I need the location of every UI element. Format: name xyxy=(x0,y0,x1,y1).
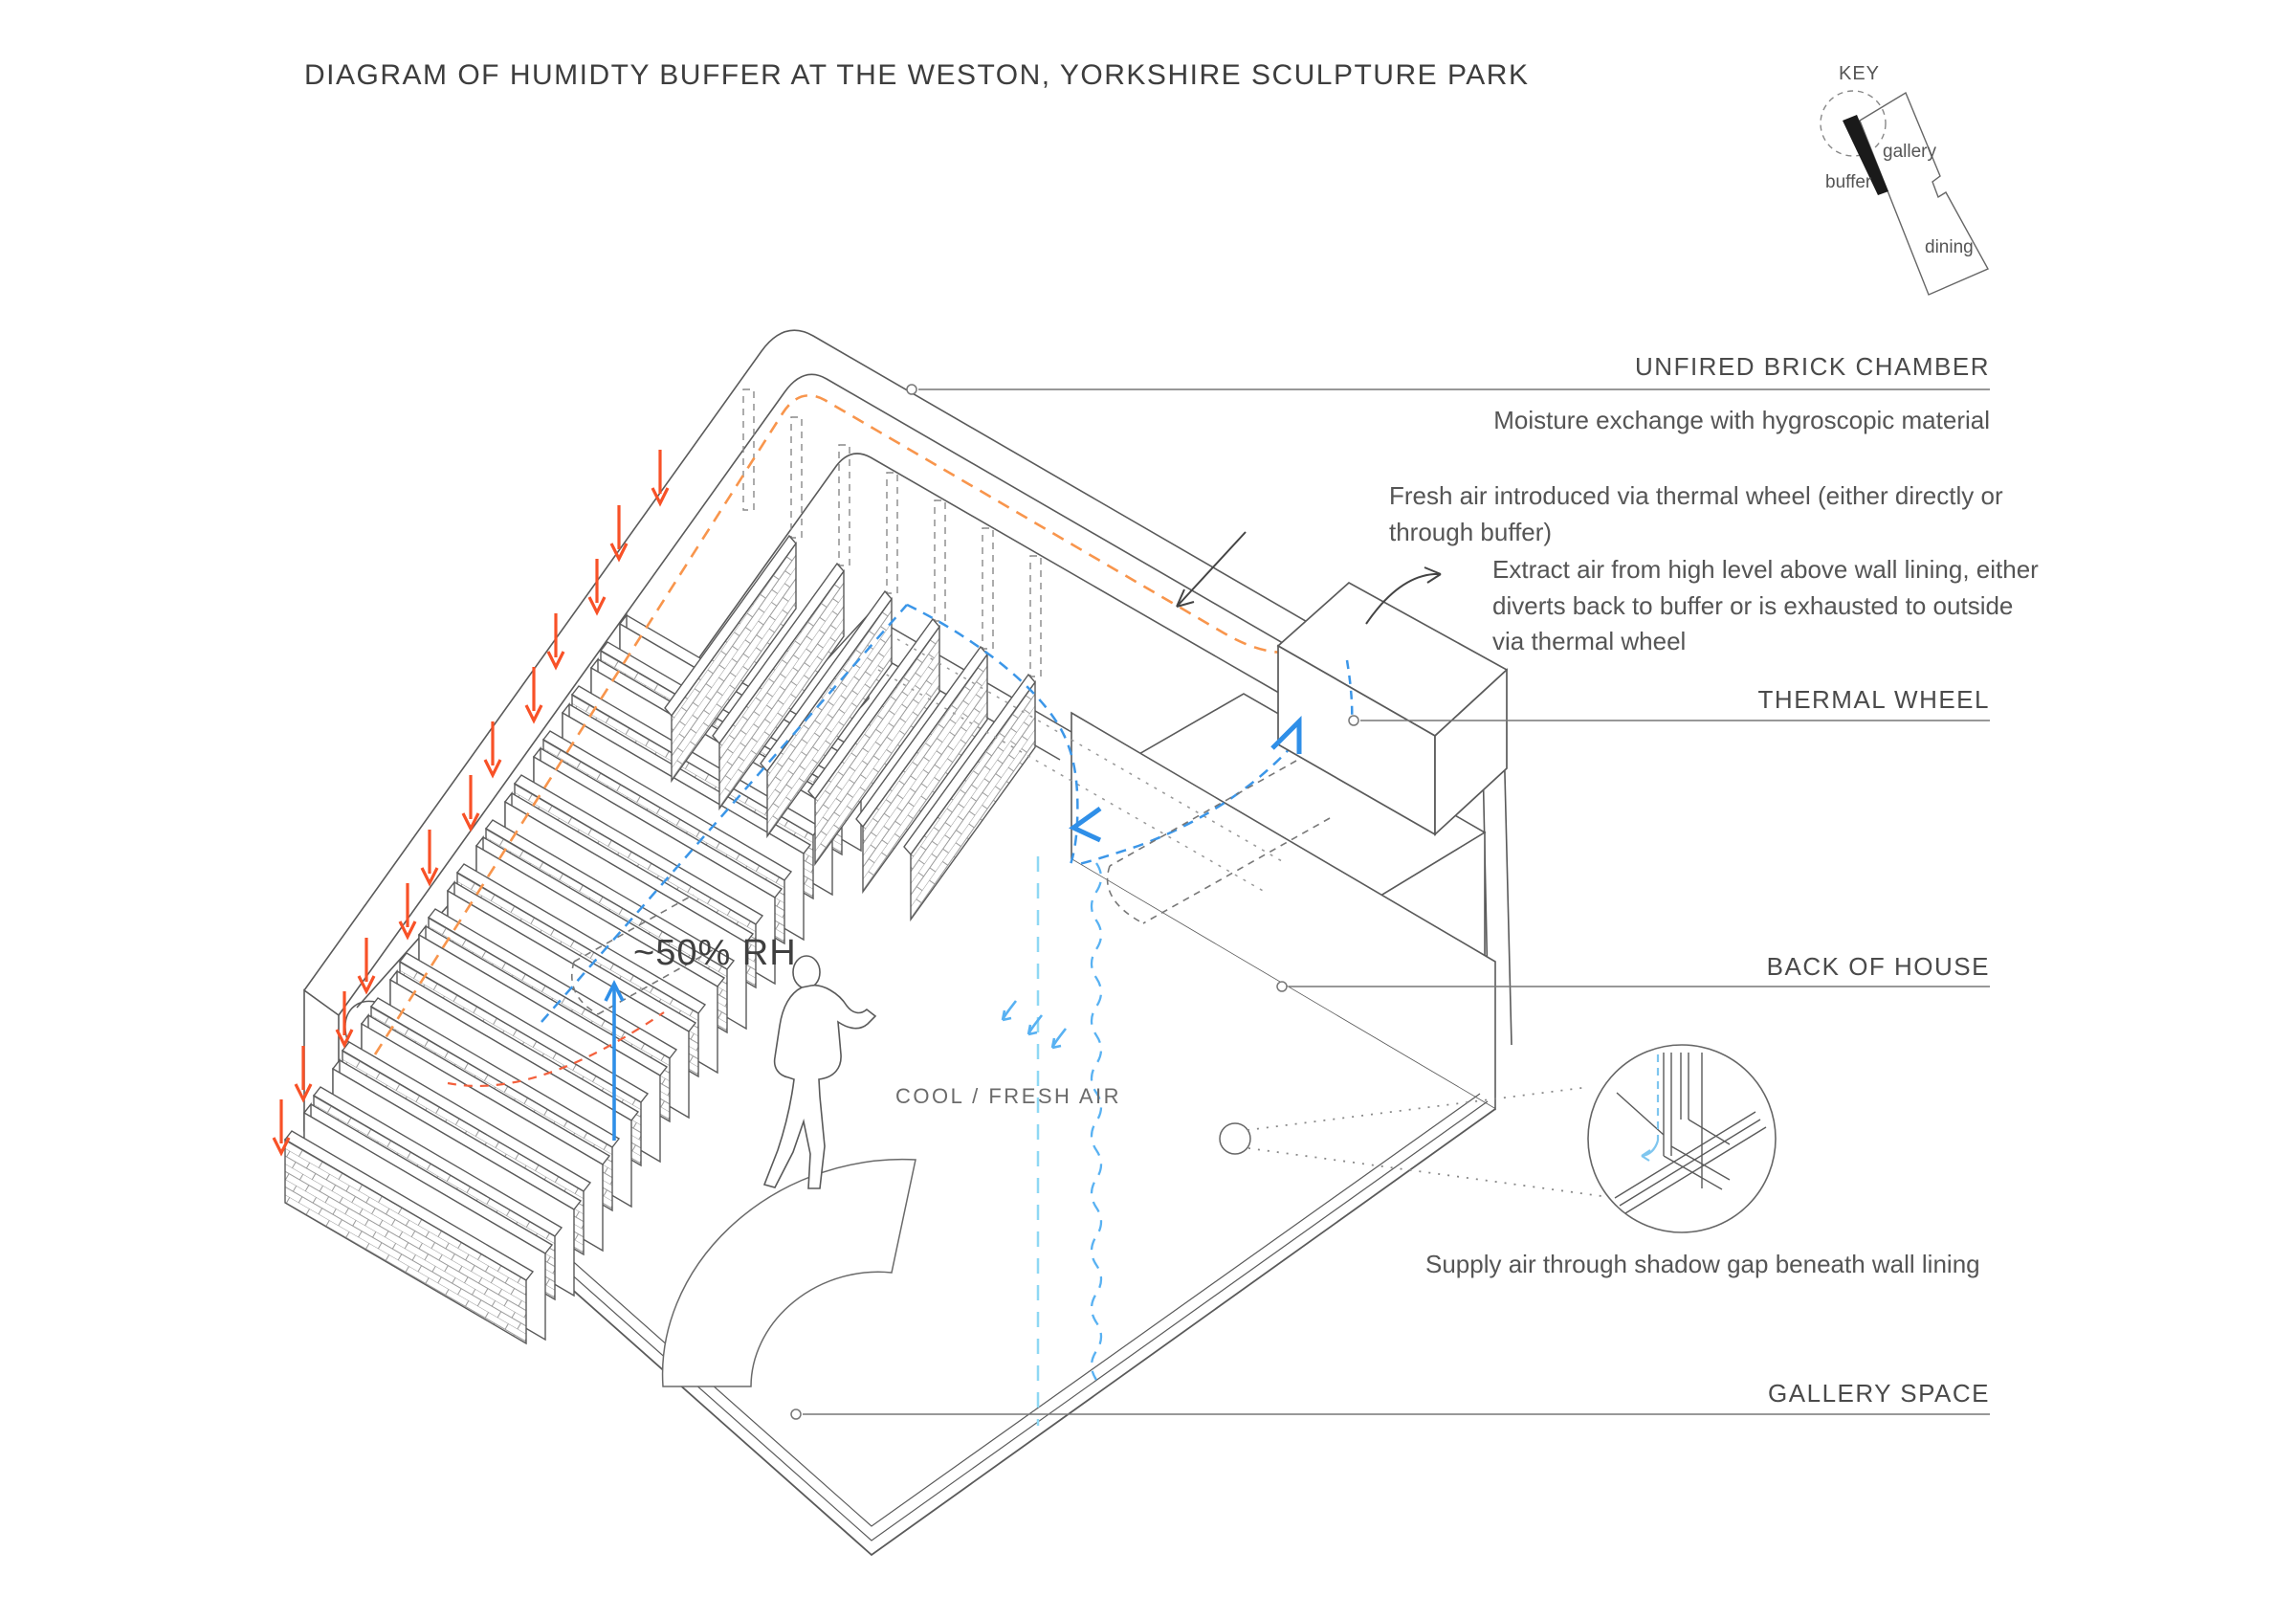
label-unfired-brick-chamber: UNFIRED BRICK CHAMBER xyxy=(1635,352,1990,381)
moisture-dash-line xyxy=(373,394,1349,1087)
page-title: DIAGRAM OF HUMIDTY BUFFER AT THE WESTON,… xyxy=(304,59,1530,91)
key-area-gallery: gallery xyxy=(1883,142,1936,162)
label-supply-air: Supply air through shadow gap beneath wa… xyxy=(1425,1250,1980,1278)
key-title: KEY xyxy=(1839,63,1881,84)
label-gallery-space: GALLERY SPACE xyxy=(1768,1379,1990,1408)
air-flow-lines xyxy=(541,603,1294,1426)
label-fresh-air: Fresh air introduced via thermal wheel (… xyxy=(1389,481,2003,546)
person-figure xyxy=(762,955,877,1189)
key-buffer-wedge xyxy=(1843,115,1888,195)
label-cool-fresh-air: COOL / FRESH AIR xyxy=(895,1084,1122,1108)
curved-bench xyxy=(661,1158,916,1387)
label-extract-air: Extract air from high level above wall l… xyxy=(1492,555,2039,656)
shadow-gap-detail xyxy=(1219,1044,1777,1233)
buffer-duct xyxy=(570,894,718,1015)
thermal-wheel-flow xyxy=(1270,659,1354,754)
duct-channel xyxy=(877,638,1283,893)
thermal-wheel-box xyxy=(1276,581,1509,836)
fresh-air-arrow xyxy=(1176,531,1247,608)
label-back-of-house: BACK OF HOUSE xyxy=(1766,952,1990,981)
label-moisture-exchange: Moisture exchange with hygroscopic mater… xyxy=(1493,406,1990,434)
label-thermal-wheel: THERMAL WHEEL xyxy=(1757,685,1990,714)
leader-lines xyxy=(790,384,1990,1420)
extract-air-arrow xyxy=(1365,566,1442,625)
thermal-wheel-duct xyxy=(1106,760,1331,924)
key-area-dining: dining xyxy=(1925,237,1974,257)
label-relative-humidity: ~50% RH xyxy=(633,933,797,973)
key-area-buffer: buffer xyxy=(1825,172,1872,192)
key-plan xyxy=(1820,90,1989,296)
